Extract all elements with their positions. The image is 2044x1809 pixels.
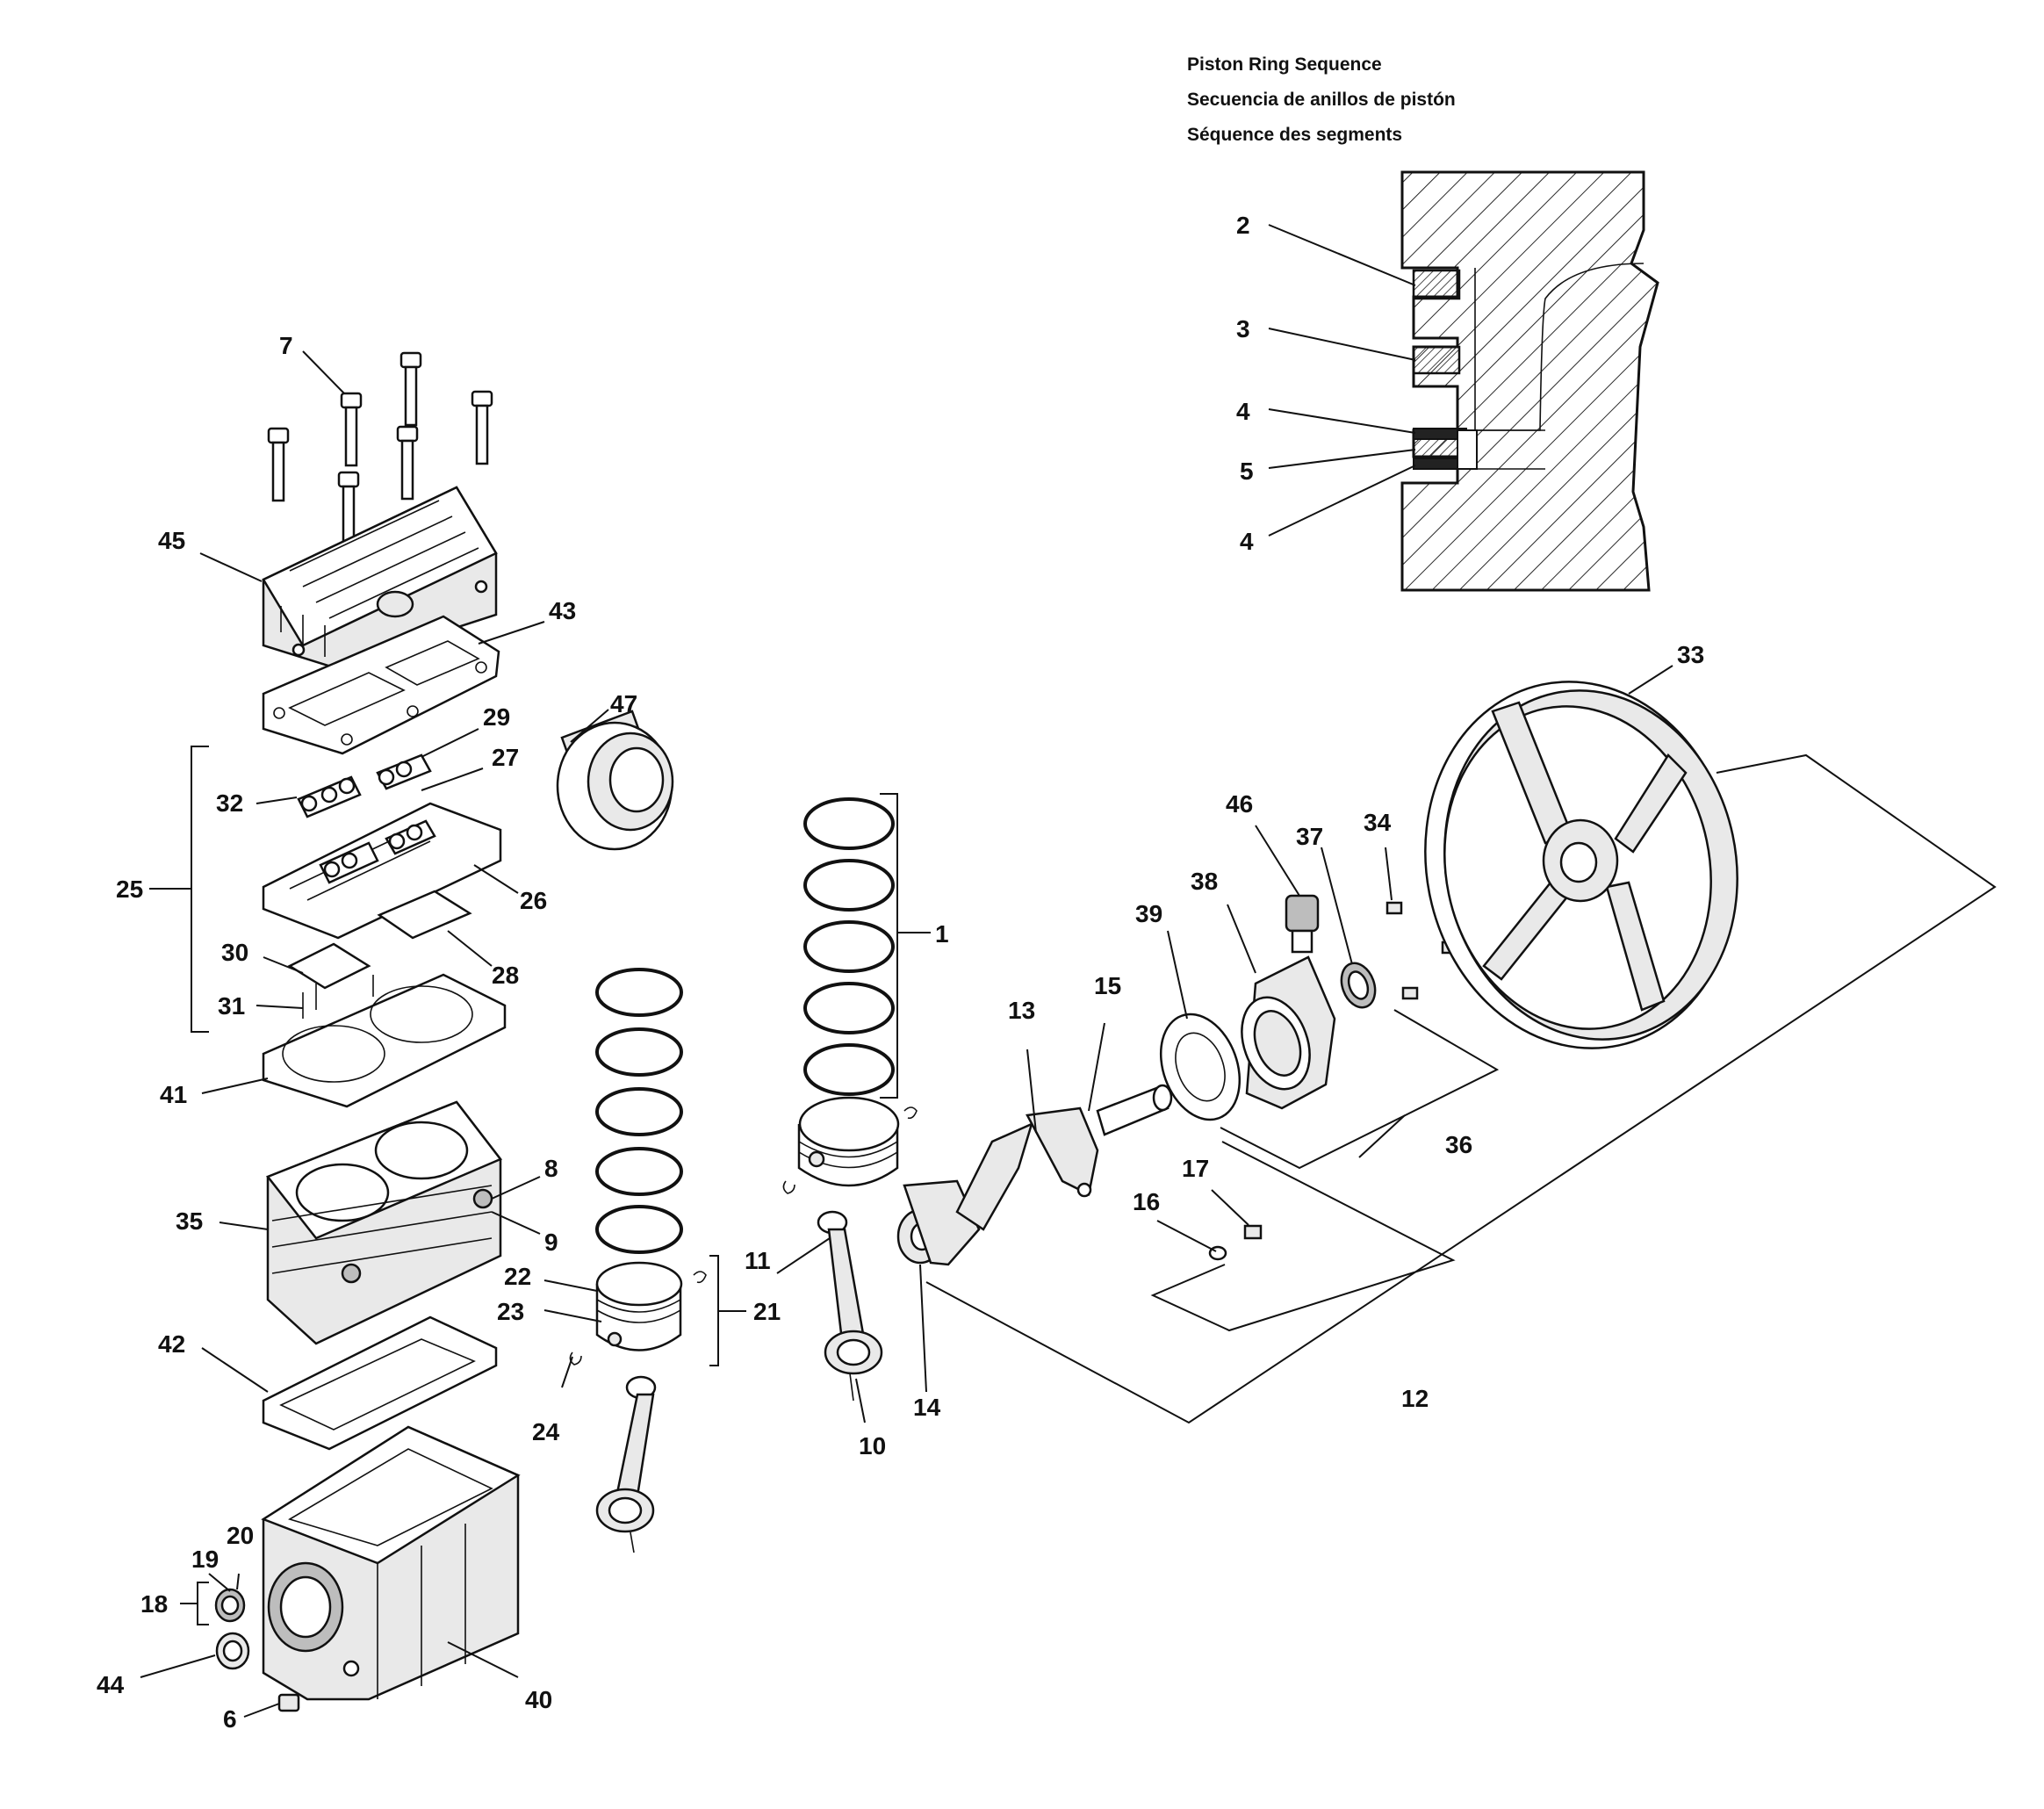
label-47: 47 [610,690,637,717]
label-36: 36 [1445,1131,1472,1158]
piston-rings-small [595,968,683,1254]
label-8: 8 [544,1155,558,1182]
label-22: 22 [504,1263,531,1290]
label-30: 30 [221,939,248,966]
label-18: 18 [140,1590,168,1618]
label-14: 14 [913,1394,941,1421]
label-41: 41 [160,1081,187,1108]
ring-3-section [1412,345,1461,375]
label-13: 13 [1008,997,1035,1024]
grouping-outlines [925,753,1997,1424]
label-24: 24 [532,1418,560,1445]
label-10: 10 [859,1432,886,1459]
label-34: 34 [1364,809,1392,836]
piston-large [782,1096,918,1194]
flywheel [1424,681,1738,1049]
label-42: 42 [158,1330,185,1358]
sequence-title-fr: Séquence des segments [1187,125,1402,145]
label-6: 6 [223,1705,237,1733]
label-38: 38 [1191,868,1218,895]
ring-sequence-title: Piston Ring Sequence Secuencia de anillo… [1187,54,1456,145]
ring-label-4a: 4 [1236,398,1250,425]
label-7: 7 [279,332,293,359]
bearing-assembly [1159,894,1458,1261]
crankshaft [896,1084,1173,1266]
label-12: 12 [1401,1385,1429,1412]
sequence-title-en: Piston Ring Sequence [1187,54,1382,75]
label-28: 28 [492,962,519,989]
oil-plugs [214,1588,300,1712]
label-29: 29 [483,703,510,731]
label-1: 1 [935,920,949,948]
valve-plate-assembly [262,753,502,1019]
ring-label-4b: 4 [1240,528,1254,555]
label-15: 15 [1094,972,1121,999]
label-25: 25 [116,876,143,903]
label-20: 20 [227,1522,254,1549]
label-40: 40 [525,1686,552,1713]
crankcase [261,1425,521,1701]
label-37: 37 [1296,823,1323,850]
cylinder-block [265,1100,502,1345]
label-39: 39 [1135,900,1162,927]
label-21: 21 [753,1298,781,1325]
base-gasket-42 [262,1315,498,1451]
label-43: 43 [549,597,576,624]
label-31: 31 [218,992,245,1020]
ring-2-section [1412,269,1461,300]
label-32: 32 [216,789,243,817]
cylinder-gasket-41 [262,973,507,1108]
piston-rings-large [803,797,895,1096]
connecting-rod-large [817,1210,883,1402]
label-11: 11 [745,1247,771,1274]
label-17: 17 [1182,1155,1209,1182]
label-9: 9 [544,1229,558,1256]
label-26: 26 [520,887,547,914]
head-gasket-43 [262,615,500,755]
label-35: 35 [176,1207,203,1235]
label-23: 23 [497,1298,524,1325]
breather-47 [556,710,674,851]
ring-label-3: 3 [1236,315,1250,342]
label-44: 44 [97,1671,125,1698]
label-33: 33 [1677,641,1704,668]
part-labels: 7 45 43 47 29 27 32 25 26 28 30 31 41 8 … [97,332,1704,1733]
callout-lines [140,350,1673,1718]
connecting-rod-small [595,1375,657,1553]
sequence-title-es: Secuencia de anillos de pistón [1187,90,1456,110]
label-27: 27 [492,744,519,771]
ring-sequence-callouts: 2 3 4 5 4 [1236,212,1416,555]
piston-section-view [1400,170,1659,592]
piston-small [569,1261,707,1366]
label-45: 45 [158,527,185,554]
ring-label-2: 2 [1236,212,1250,239]
label-46: 46 [1226,790,1253,818]
label-16: 16 [1133,1188,1160,1215]
label-19: 19 [191,1546,219,1573]
ring-label-5: 5 [1240,458,1254,485]
